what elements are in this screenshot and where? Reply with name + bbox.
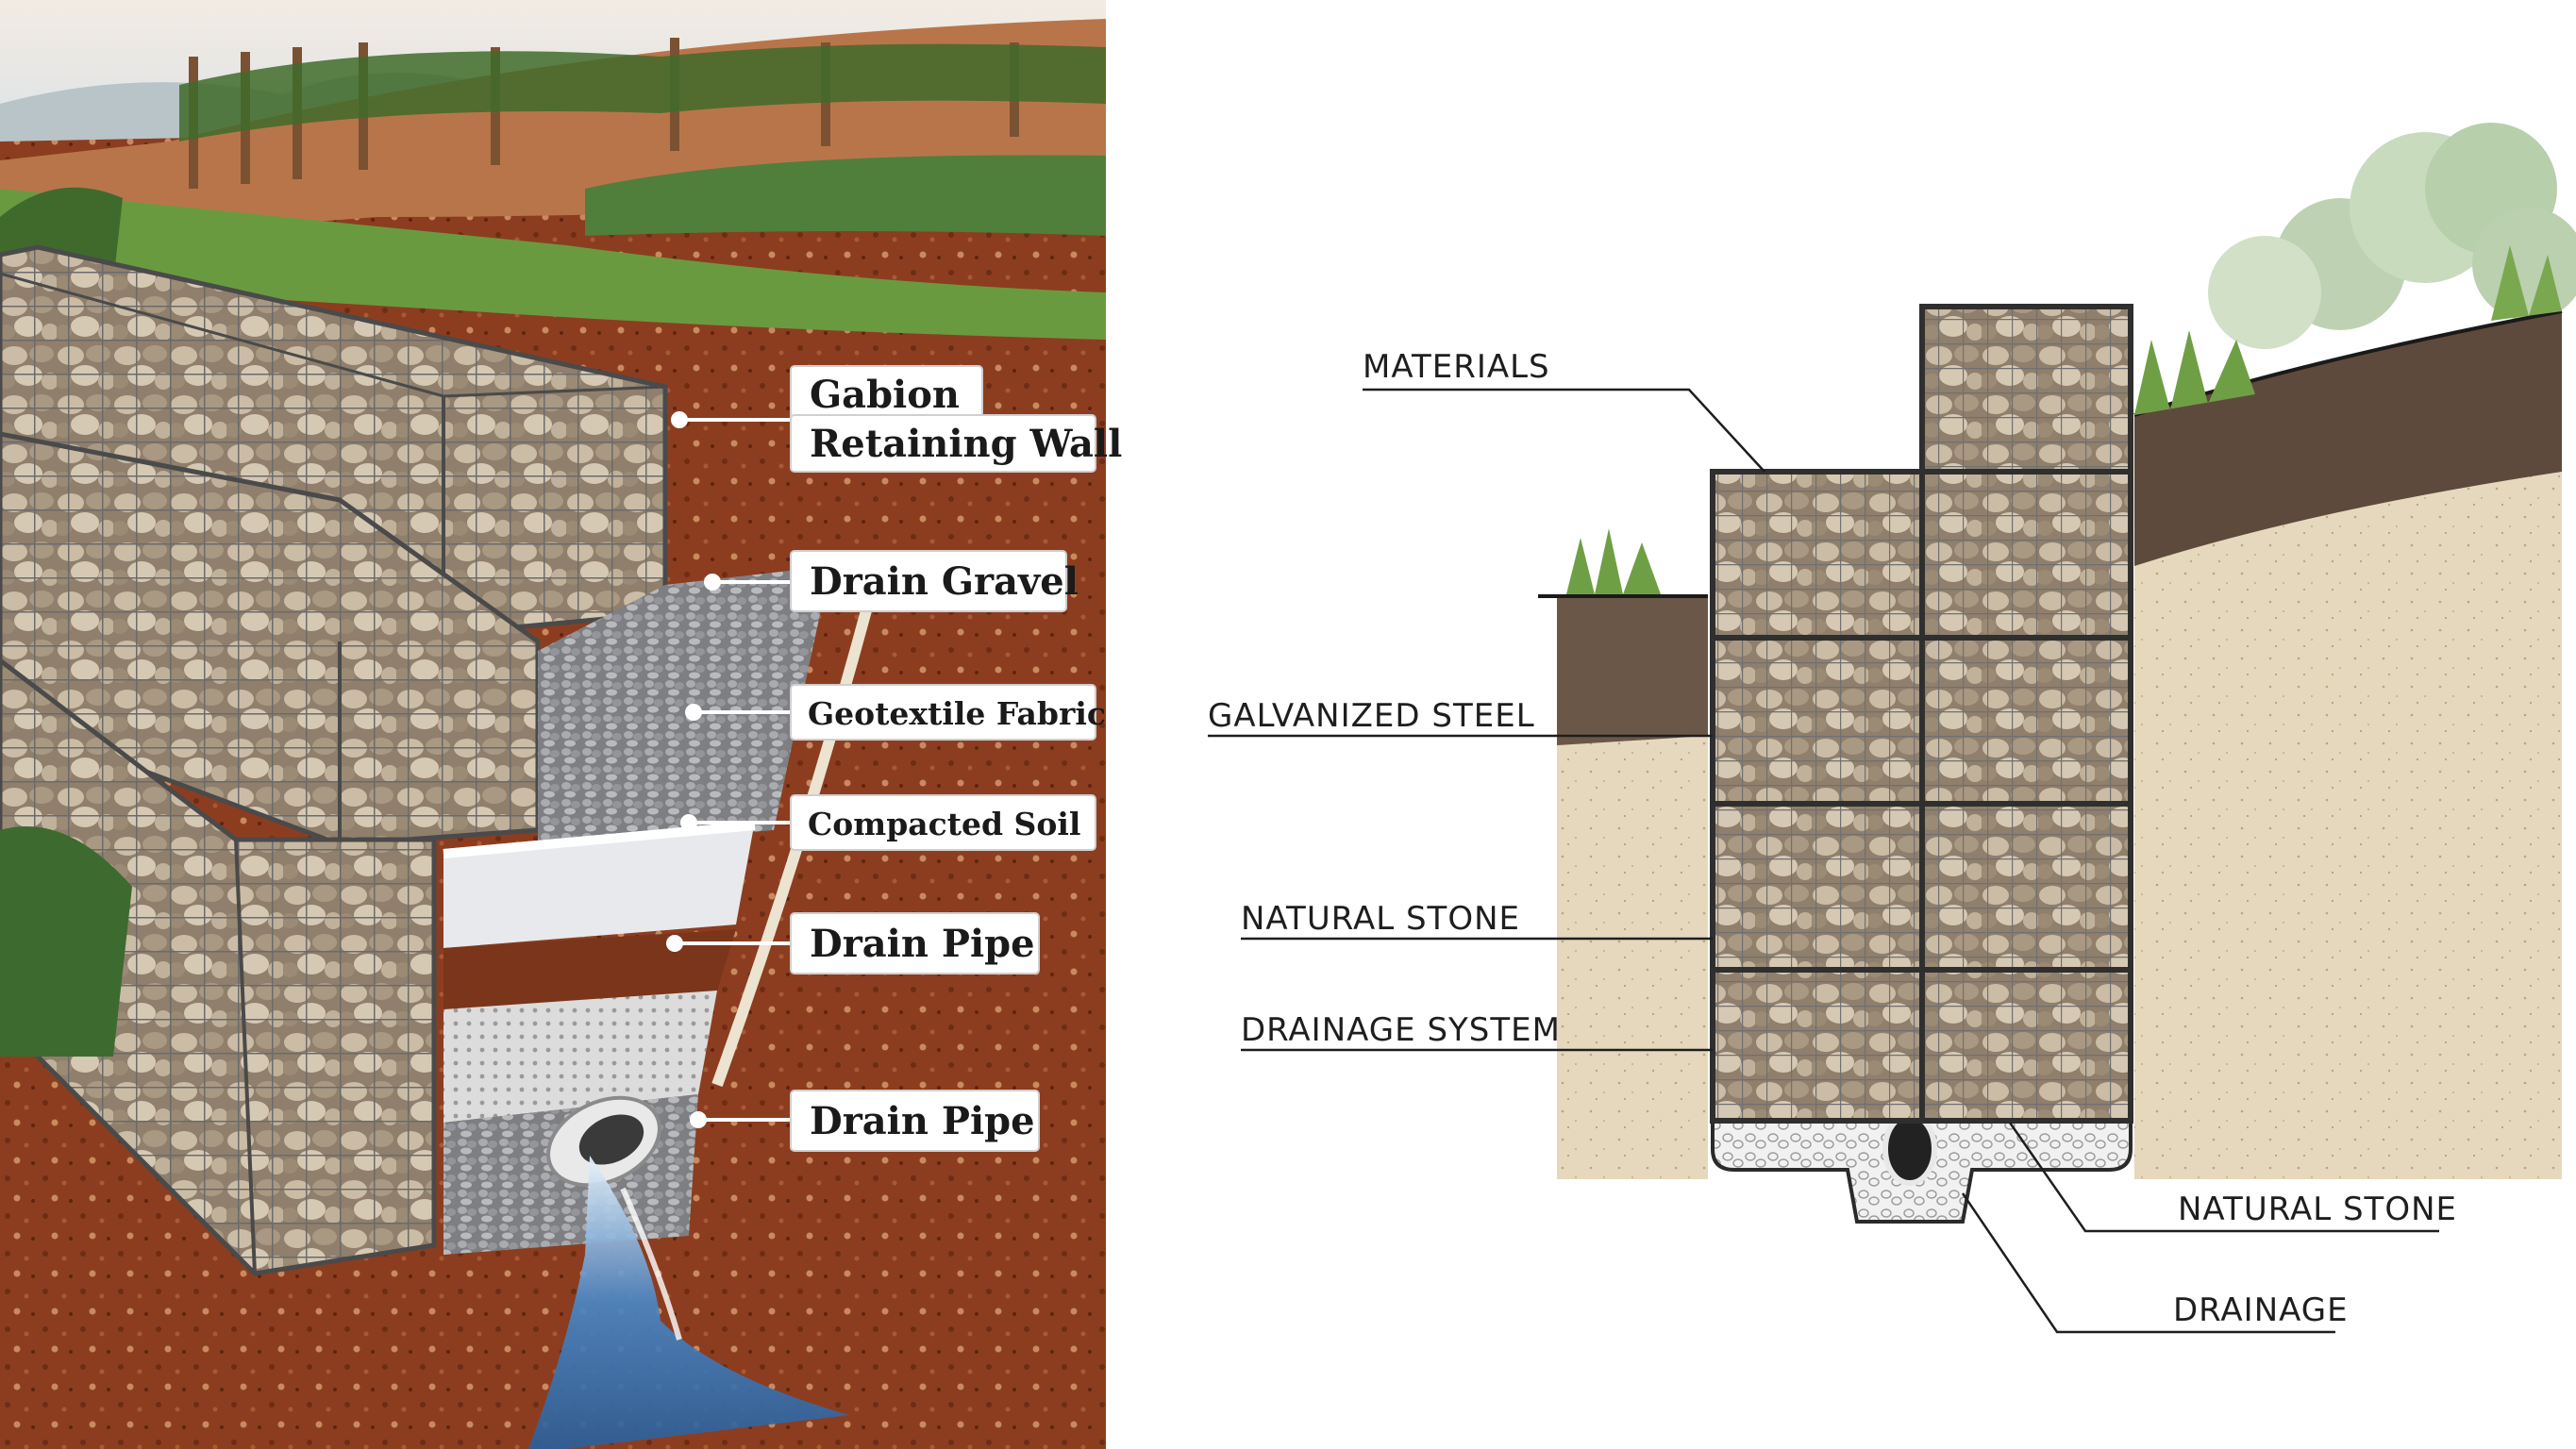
- label-drainage-system: DRAINAGE SYSTEM: [1241, 1011, 1561, 1049]
- right-labels: MATERIALS GALVANIZED STEEL NATURAL STONE…: [1208, 348, 2457, 1329]
- left-leader-lines: [666, 411, 791, 1128]
- right-panel-cross-section: [1538, 123, 2576, 1224]
- grass-slope: [0, 189, 1106, 340]
- label-drainage: DRAINAGE: [2173, 1291, 2349, 1329]
- label-gabion-retaining-wall: Gabion Retaining Wall: [790, 365, 1122, 473]
- svg-text:Drain Pipe: Drain Pipe: [810, 922, 1035, 966]
- left-labels: Gabion Retaining Wall Drain Gravel Geote…: [790, 365, 1122, 1152]
- label-drain-pipe-2: Drain Pipe: [790, 1090, 1040, 1152]
- svg-text:Compacted Soil: Compacted Soil: [808, 806, 1080, 842]
- grass-tuft-right: [2134, 330, 2255, 415]
- gabion-cage-upper: [1919, 304, 2133, 475]
- label-natural-stone-right: NATURAL STONE: [2178, 1191, 2457, 1228]
- label-materials: MATERIALS: [1363, 348, 1550, 386]
- label-galvanized-steel: GALVANIZED STEEL: [1208, 697, 1535, 735]
- svg-text:Geotextile Fabric: Geotextile Fabric: [808, 695, 1106, 732]
- label-gabion-line1: Gabion: [810, 373, 960, 417]
- svg-text:Drain Pipe: Drain Pipe: [810, 1099, 1035, 1143]
- gabion-cage-lower: [1710, 469, 2133, 1124]
- gabion-tier-middle: [0, 431, 541, 847]
- drain-pipe-outlet: [546, 1095, 661, 1188]
- drainage-pipe: [1882, 1112, 1937, 1186]
- geotextile-layer: [443, 821, 755, 948]
- label-compacted-soil: Compacted Soil: [790, 794, 1096, 851]
- fern: [0, 826, 132, 1057]
- grass-tuft-left: [1566, 528, 1661, 594]
- svg-text:Drain Gravel: Drain Gravel: [810, 559, 1079, 604]
- label-drain-pipe-1: Drain Pipe: [790, 912, 1040, 974]
- right-leader-lines: [1208, 388, 2439, 1334]
- compacted-soil-layer: [443, 929, 736, 1009]
- water-outflow: [528, 1156, 849, 1449]
- left-panel-illustration: [0, 0, 1106, 1449]
- label-gabion-line2: Retaining Wall: [810, 422, 1122, 466]
- geotextile-edge: [443, 821, 756, 858]
- left-topsoil: [1557, 596, 1708, 745]
- right-topsoil: [2134, 311, 2562, 566]
- gabion-tier-bottom: [0, 657, 437, 1276]
- vine-foliage: [179, 43, 1106, 142]
- drain-gravel-layer: [538, 566, 830, 849]
- label-geotextile-fabric: Geotextile Fabric: [790, 684, 1106, 741]
- label-natural-stone-left: NATURAL STONE: [1241, 900, 1520, 938]
- perforated-drain-pipe: [443, 991, 717, 1123]
- label-drain-gravel: Drain Gravel: [790, 550, 1079, 612]
- crop-row: [585, 155, 1106, 236]
